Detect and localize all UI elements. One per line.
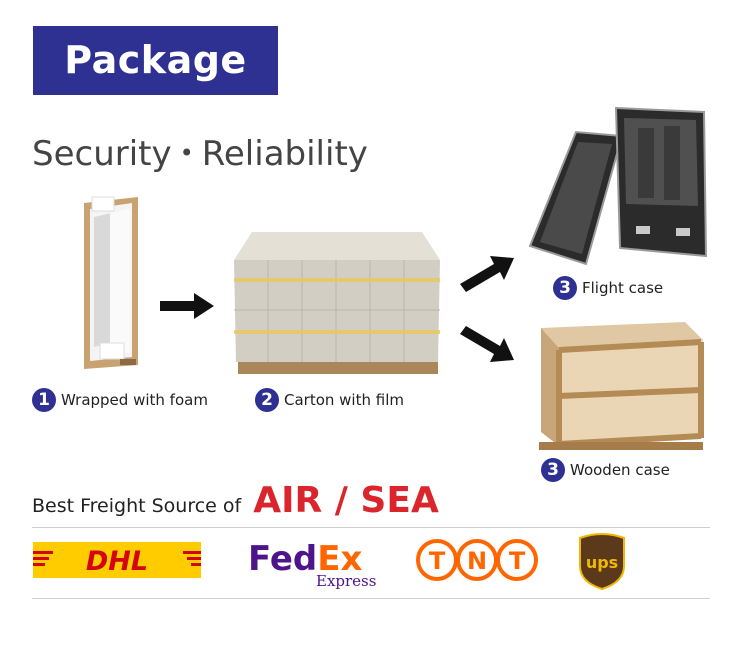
freight-prefix: Best Freight Source of: [32, 495, 242, 517]
flight-case-image: [528, 106, 708, 266]
carton-pallet-image: [234, 232, 440, 374]
step-number-badge: 1: [32, 388, 56, 412]
step-flight-case: 3 Flight case: [553, 276, 663, 300]
freight-modes: AIR / SEA: [253, 480, 439, 521]
fedex-logo-text: Express: [316, 572, 376, 590]
package-banner: Package: [33, 26, 278, 95]
ups-logo: ups: [579, 533, 625, 590]
ups-logo-text: ups: [586, 553, 618, 572]
dhl-logo-text: DHL: [86, 546, 148, 577]
step-number-badge: 3: [553, 276, 577, 300]
step-carton: 2 Carton with film: [255, 388, 404, 412]
subtitle-separator: •: [179, 139, 194, 167]
step-wooden-case: 3 Wooden case: [541, 458, 670, 482]
step-label: Flight case: [582, 279, 664, 297]
step-label: Wooden case: [570, 461, 670, 479]
step-label: Wrapped with foam: [61, 391, 208, 409]
banner-title: Package: [64, 38, 247, 82]
step-number-badge: 3: [541, 458, 565, 482]
arrow-right-icon: [160, 293, 214, 319]
fedex-logo: FedEx Express: [248, 539, 376, 590]
subtitle: Security•Reliability: [32, 134, 368, 174]
step-number-badge: 2: [255, 388, 279, 412]
svg-text:FedEx: FedEx: [248, 539, 362, 579]
arrow-down-right-icon: [460, 326, 514, 362]
subtitle-left: Security: [32, 134, 172, 174]
divider-bottom: [32, 598, 710, 599]
svg-text:N: N: [467, 547, 487, 575]
freight-heading: Best Freight Source of AIR / SEA: [32, 480, 439, 521]
svg-text:T: T: [509, 547, 526, 575]
step-foam: 1 Wrapped with foam: [32, 388, 208, 412]
arrow-up-right-icon: [460, 256, 514, 292]
svg-text:T: T: [429, 547, 446, 575]
subtitle-right: Reliability: [201, 134, 368, 174]
step-label: Carton with film: [284, 391, 404, 409]
divider-top: [32, 527, 710, 528]
foam-wrapped-box-image: [84, 196, 138, 369]
dhl-logo: DHL: [33, 542, 201, 578]
wooden-case-image: [539, 322, 704, 450]
